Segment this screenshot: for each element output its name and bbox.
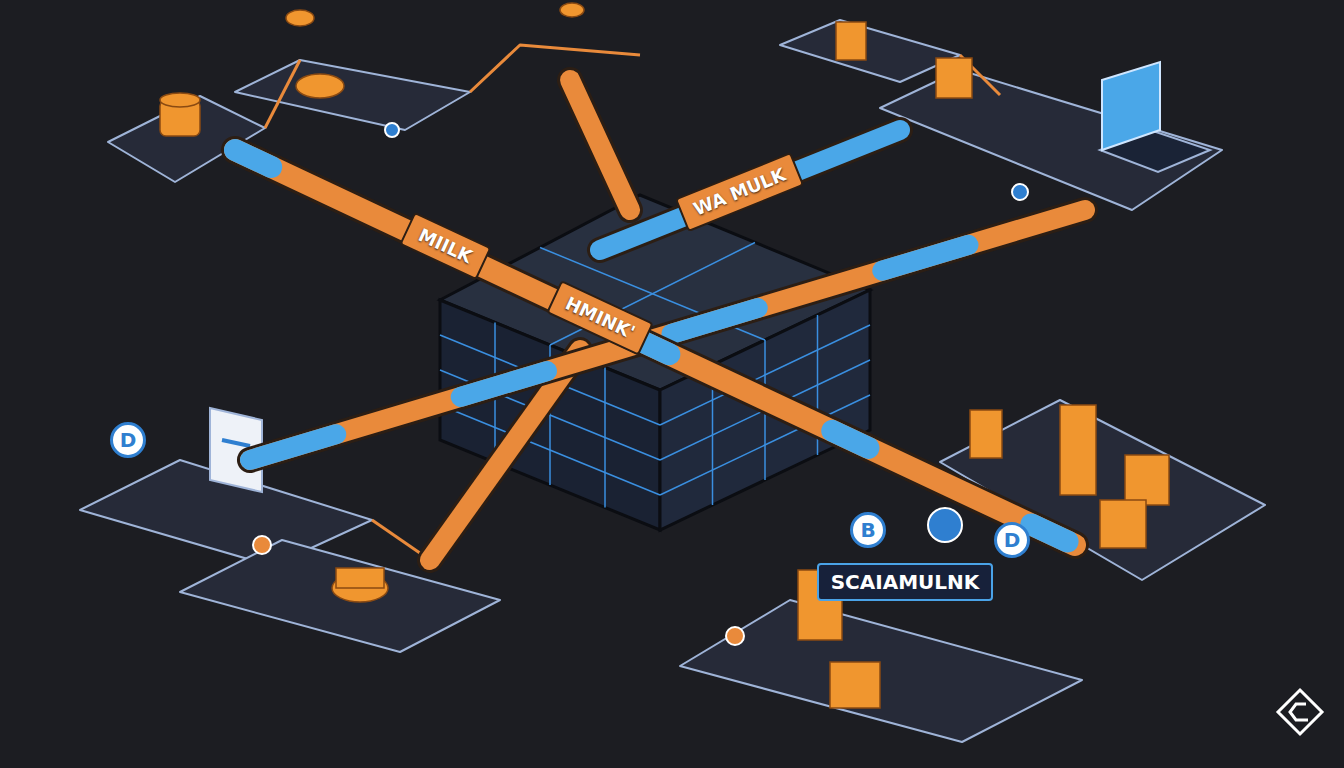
coin xyxy=(560,3,584,17)
small-icons xyxy=(253,123,1028,645)
coin-top xyxy=(160,93,200,107)
circle-badge: D xyxy=(994,522,1030,558)
box-stack xyxy=(970,410,1002,458)
platform xyxy=(235,60,470,130)
platform xyxy=(180,540,500,652)
circle-badge: D xyxy=(110,422,146,458)
box-stack xyxy=(836,22,866,60)
sign-text: SCAIAMULNK xyxy=(817,563,994,601)
coin xyxy=(286,10,314,26)
box-stack xyxy=(1125,455,1169,505)
laptop xyxy=(1100,62,1210,172)
platform xyxy=(680,600,1082,742)
circle-badge: B xyxy=(850,512,886,548)
platform xyxy=(780,20,960,82)
box-stack xyxy=(1100,500,1146,548)
rail xyxy=(265,60,300,128)
coin xyxy=(296,74,344,98)
rail xyxy=(470,45,640,92)
pipes xyxy=(235,80,1085,560)
pipe-tag: MIILK xyxy=(399,212,491,280)
box-stack xyxy=(1060,405,1096,495)
pipe-tag: WA MULK xyxy=(675,152,804,232)
box-stack xyxy=(830,662,880,708)
box-stack xyxy=(936,58,972,98)
coin xyxy=(336,568,384,588)
logo-mark xyxy=(1278,690,1322,734)
platform xyxy=(880,70,1222,210)
